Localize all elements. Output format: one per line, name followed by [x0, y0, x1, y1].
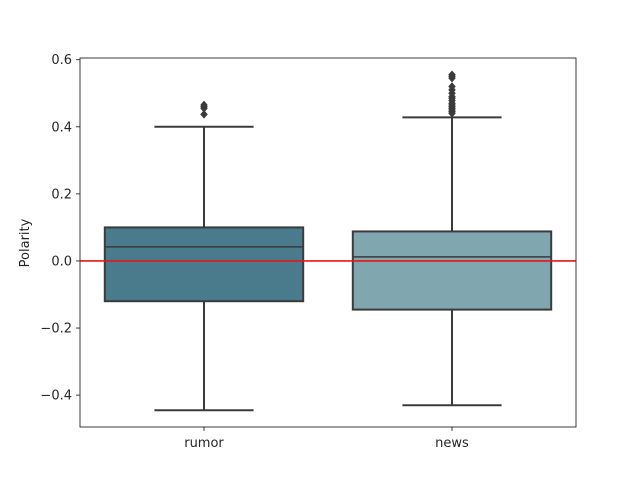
iqr-box	[351, 230, 553, 311]
outlier-point	[200, 109, 208, 119]
box-group-news	[351, 70, 553, 407]
y-axis-ticks: −0.4 −0.2 0.0 0.2 0.4 0.6	[40, 53, 80, 404]
outlier-point	[448, 82, 456, 91]
y-tick-label: −0.2	[40, 322, 72, 337]
iqr-box	[103, 226, 305, 303]
y-tick-label: 0.0	[51, 254, 72, 269]
plot-frame	[79, 57, 577, 428]
x-tick-label-news: news	[435, 436, 469, 451]
outlier-point	[200, 100, 208, 110]
y-tick-label: 0.2	[51, 187, 72, 202]
x-tick-label-rumor: rumor	[184, 436, 224, 451]
y-tick-label: −0.4	[40, 389, 72, 404]
y-tick-label: 0.6	[51, 53, 72, 68]
box-group-rumor	[103, 100, 305, 412]
y-axis-label: Polarity	[18, 218, 33, 267]
x-axis-ticks: rumor news	[184, 427, 469, 451]
outlier-point	[448, 70, 456, 80]
boxes-layer	[103, 70, 553, 412]
y-tick-label: 0.4	[51, 120, 72, 135]
